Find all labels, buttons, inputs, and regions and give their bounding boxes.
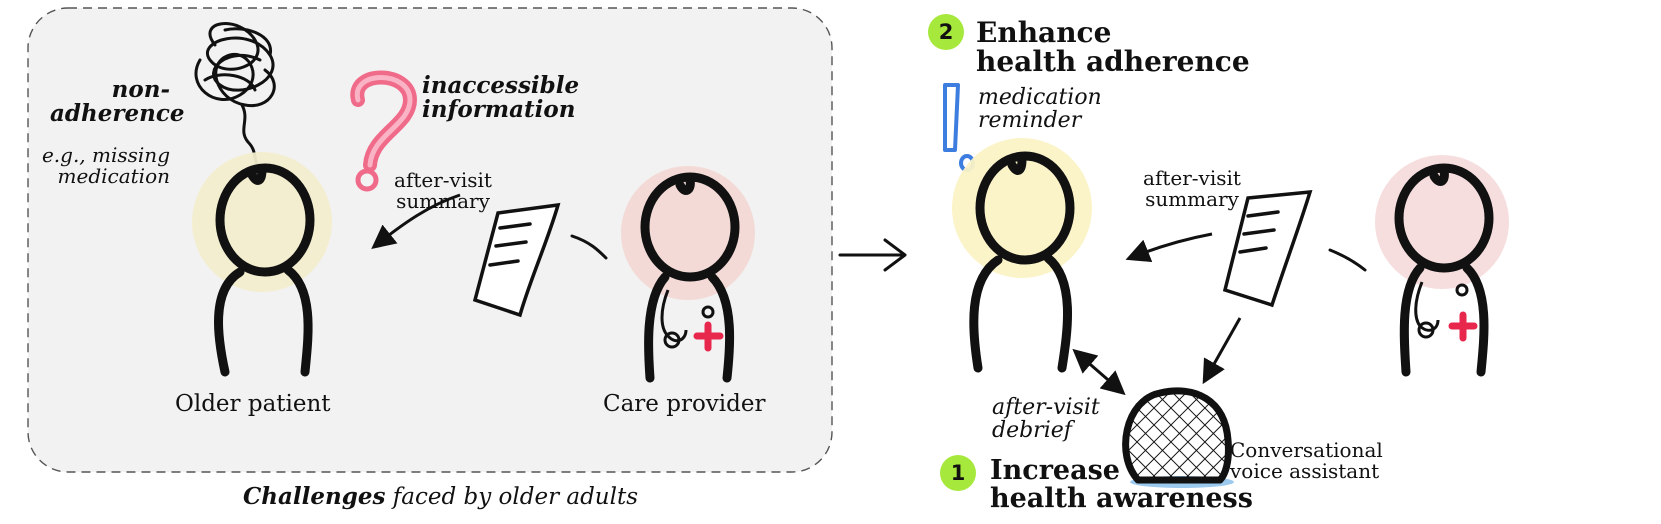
- summary-to-assistant-arrow: [1202, 317, 1242, 385]
- care-provider-label: Care provider: [603, 391, 766, 417]
- tangle-scribble-icon: [194, 22, 276, 170]
- goal-1-badge: 1: [940, 455, 976, 491]
- voice-assistant-icon: [1122, 387, 1234, 488]
- goal-2-subtitle: medication reminder: [978, 85, 1102, 134]
- goal-2-title: Enhance health adherence: [976, 16, 1250, 79]
- provider-to-summary-dash-right: [1328, 248, 1367, 272]
- patient-assistant-arrow: [1072, 348, 1126, 396]
- care-provider-figure: [621, 166, 755, 383]
- exclamation-icon: [943, 83, 975, 172]
- medical-cross-icon-right: [1448, 311, 1478, 342]
- summary-to-patient-arrow-right: [1125, 232, 1213, 263]
- after-visit-debrief-label: after-visit debrief: [992, 395, 1100, 444]
- goal-2-badge: 2: [928, 14, 964, 50]
- summary-document-icon-right: [1222, 190, 1313, 308]
- non-adherence-label: non- adherence: [50, 76, 185, 128]
- challenges-caption-bold: Challenges: [243, 483, 386, 510]
- patient-figure-right: [952, 138, 1092, 373]
- inaccessible-information-label: inaccessible information: [422, 72, 580, 124]
- challenges-caption-rest: faced by older adults: [385, 484, 639, 510]
- missing-medication-example: e.g., missing medication: [41, 143, 170, 188]
- challenges-caption: Challenges faced by older adults: [243, 483, 639, 510]
- challenges-panel: [27, 7, 833, 473]
- older-patient-label: Older patient: [175, 391, 331, 417]
- provider-to-summary-dash: [570, 234, 608, 260]
- older-patient-figure: [192, 152, 332, 377]
- medical-cross-icon: [693, 321, 724, 352]
- after-visit-summary-label-right: after-visit summary: [1143, 166, 1241, 211]
- summary-to-patient-arrow: [371, 193, 461, 249]
- care-provider-figure-right: [1375, 155, 1509, 377]
- voice-assistant-label: Conversational voice assistant: [1230, 438, 1383, 483]
- summary-document-icon: [472, 202, 561, 318]
- after-visit-summary-label: after-visit summary: [394, 168, 492, 213]
- question-mark-icon: [350, 70, 418, 192]
- goal-1-title: Increase health awareness: [990, 455, 1253, 515]
- transition-arrow: [838, 238, 907, 272]
